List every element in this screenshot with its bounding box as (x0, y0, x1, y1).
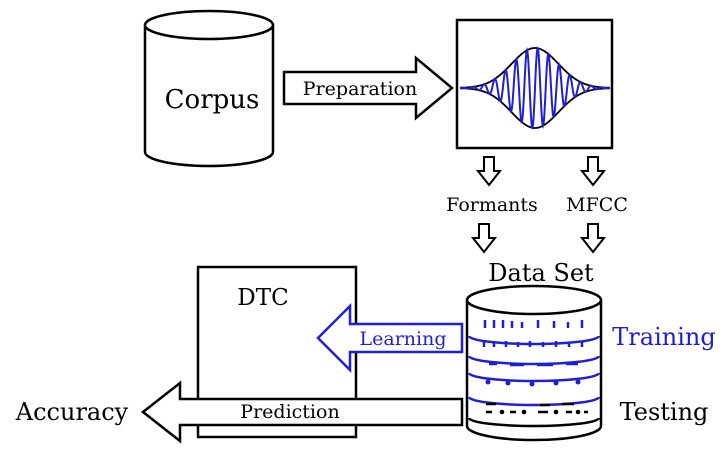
down-arrow-formants-top (475, 156, 503, 187)
prediction-label: Prediction (240, 401, 339, 423)
formants-label: Formants (446, 194, 538, 216)
learning-label: Learning (360, 328, 447, 350)
waveform-icon (459, 46, 611, 130)
dataset-label: Data Set (488, 259, 594, 287)
corpus-label: Corpus (165, 85, 260, 115)
testing-label: Testing (620, 398, 709, 426)
learning-arrow (316, 302, 464, 374)
corpus-cylinder (143, 9, 275, 168)
mfcc-label: MFCC (566, 194, 628, 216)
down-arrow-formants-bottom (470, 223, 498, 254)
accuracy-label: Accuracy (15, 398, 129, 426)
preparation-label: Preparation (303, 78, 417, 100)
down-arrow-mfcc-top (579, 156, 607, 187)
preparation-arrow (282, 55, 454, 121)
down-arrow-mfcc-bottom (579, 223, 607, 254)
training-label: Training (612, 323, 715, 351)
prediction-arrow (140, 380, 464, 444)
database-icon (465, 284, 603, 442)
dtc-label: DTC (237, 285, 288, 311)
